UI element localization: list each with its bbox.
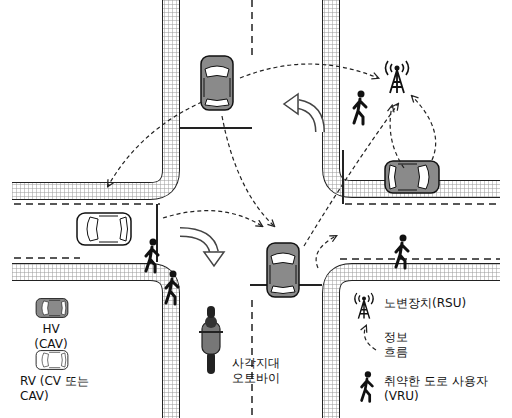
legend-text: 정보 흐름 [384, 330, 418, 360]
legend-text: 노변장치(RSU) [384, 296, 504, 311]
legend-text: HV (CAV) [28, 322, 74, 352]
motorcycle [199, 306, 223, 374]
annotation-label: 사각지대 오토바이 [232, 356, 290, 386]
legend-text: RV (CV 또는 CAV) [20, 374, 116, 404]
legend-text: 취약한 도로 사용자 (VRU) [384, 374, 506, 404]
